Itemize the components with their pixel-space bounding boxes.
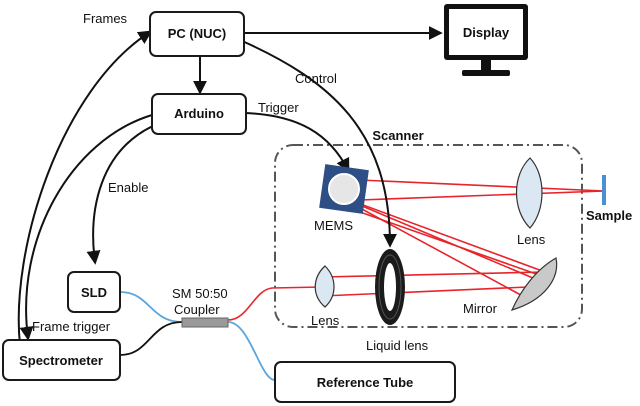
mems-icon: [319, 164, 369, 214]
frame-trigger-label: Frame trigger: [32, 319, 111, 334]
arduino-box: Arduino: [151, 93, 247, 135]
coupler-label-line1: SM 50:50: [172, 286, 228, 301]
liquid-lens-icon: [375, 249, 405, 325]
mirror-label: Mirror: [463, 301, 498, 316]
scanner-enclosure: [274, 144, 583, 328]
arduino-label: Arduino: [174, 106, 224, 121]
coupler-label-line2: Coupler: [174, 302, 220, 317]
liquid-lens-label: Liquid lens: [366, 338, 429, 353]
scanner-label: Scanner: [372, 128, 423, 143]
mirror-icon: [510, 257, 558, 311]
lens-left-label: Lens: [311, 313, 340, 328]
pc-label: PC (NUC): [168, 26, 227, 41]
sld-label: SLD: [81, 285, 107, 300]
spectrometer-label: Spectrometer: [19, 353, 103, 368]
control-label: Control: [295, 71, 337, 86]
mems-label: MEMS: [314, 218, 353, 233]
coupler-body: [181, 317, 229, 328]
sld-box: SLD: [67, 271, 121, 313]
reference-box: Reference Tube: [274, 361, 456, 403]
sample-label: Sample: [586, 208, 632, 223]
pc-box: PC (NUC): [149, 11, 245, 57]
frames-label: Frames: [83, 11, 128, 26]
sample-icon: [602, 175, 606, 205]
display-label: Display: [463, 25, 510, 40]
lens-right-icon: [515, 157, 543, 229]
lens-left-icon: [314, 265, 335, 308]
lens-right-label: Lens: [517, 232, 546, 247]
monitor-icon: Display: [444, 4, 528, 76]
spectrometer-box: Spectrometer: [2, 339, 121, 381]
signal-arrows: [17, 26, 443, 346]
enable-label: Enable: [108, 180, 148, 195]
optical-beams: [227, 179, 605, 321]
reference-label: Reference Tube: [317, 375, 414, 390]
trigger-label: Trigger: [258, 100, 299, 115]
fibers: [119, 291, 276, 381]
